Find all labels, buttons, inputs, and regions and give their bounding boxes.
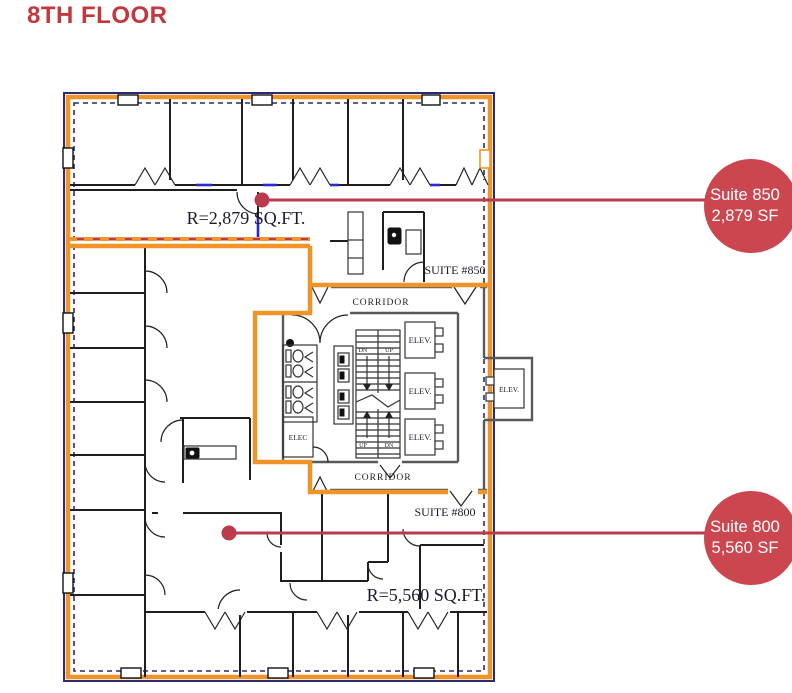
stair-top-dn-label: DN bbox=[359, 348, 368, 354]
elevator-bay-label: ELEV. bbox=[499, 385, 519, 394]
double-door-marks-bottom bbox=[204, 609, 450, 631]
callout-suite-850-area: 2,879 SF bbox=[712, 207, 779, 225]
callout-suite-800-name: Suite 800 bbox=[710, 518, 780, 536]
elevator-2-label: ELEV. bbox=[409, 386, 432, 396]
stair-bottom-up-label: UP bbox=[359, 443, 367, 449]
drinking-fountain bbox=[286, 339, 294, 347]
building-core bbox=[281, 283, 534, 494]
stair-bottom-dn-label: DN bbox=[385, 443, 394, 449]
suite-850-name-label: SUITE #850 bbox=[425, 263, 486, 277]
elevator-3-label: ELEV. bbox=[409, 432, 432, 442]
restrooms bbox=[282, 344, 318, 423]
corridor-top-label: CORRIDOR bbox=[352, 298, 409, 308]
callout-suite-800[interactable]: Suite 800 5,560 SF bbox=[221, 491, 792, 585]
stair-top-up-label: UP bbox=[385, 348, 393, 354]
elevator-shafts bbox=[404, 321, 444, 456]
suite-800-boundary bbox=[252, 246, 487, 495]
suite-boundaries bbox=[68, 237, 490, 508]
column-notches bbox=[62, 94, 491, 679]
callout-suite-800-area: 5,560 SF bbox=[712, 539, 779, 557]
elec-label: ELEC bbox=[289, 433, 308, 442]
elec-room bbox=[282, 416, 314, 458]
elevator-1-label: ELEV. bbox=[409, 335, 432, 345]
page-title: 8TH FLOOR bbox=[27, 2, 168, 29]
elevator-bay bbox=[484, 356, 534, 422]
suite-800-entry-door bbox=[449, 490, 473, 508]
stairwell bbox=[355, 329, 401, 459]
partition-walls bbox=[70, 99, 489, 677]
shaft-column bbox=[333, 345, 354, 425]
callout-suite-850[interactable]: Suite 850 2,879 SF bbox=[254, 159, 792, 253]
leader-dot-suite-850 bbox=[254, 192, 270, 208]
suite-800-area-label: R=5,560 SQ.FT. bbox=[367, 585, 486, 605]
corridor-bottom-label: CORRIDOR bbox=[354, 473, 411, 483]
callout-circle-suite-850[interactable] bbox=[704, 159, 792, 253]
callout-suite-850-name: Suite 850 bbox=[710, 186, 780, 204]
leader-dot-suite-800 bbox=[221, 525, 237, 541]
elevator-bay-shaft bbox=[493, 368, 525, 409]
plan-labels: R=2,879 SQ.FT. SUITE #850 CORRIDOR CORRI… bbox=[187, 208, 520, 605]
suite-850-area-label: R=2,879 SQ.FT. bbox=[187, 208, 306, 228]
callout-circle-suite-800[interactable] bbox=[704, 491, 792, 585]
suite-800-name-label: SUITE #800 bbox=[415, 505, 476, 519]
